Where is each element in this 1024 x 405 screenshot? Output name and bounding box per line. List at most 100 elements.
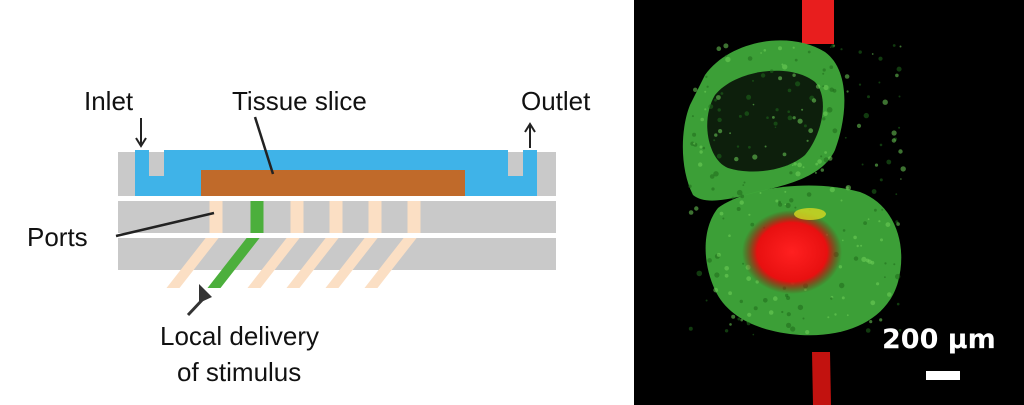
speckle <box>793 162 797 166</box>
speckle <box>742 262 745 265</box>
speckle <box>827 316 830 319</box>
scale-bar-label: 200 µm <box>882 324 996 355</box>
speckle <box>707 258 712 263</box>
speckle <box>887 292 892 297</box>
speckle <box>822 85 825 88</box>
speckle <box>803 124 807 128</box>
speckle <box>878 81 881 84</box>
speckle <box>725 54 728 57</box>
speckle <box>881 208 884 211</box>
speckle <box>740 318 743 322</box>
speckle <box>865 328 871 333</box>
speckle <box>863 221 867 226</box>
speckle <box>704 108 707 111</box>
speckle <box>898 149 903 154</box>
speckle <box>774 126 777 129</box>
red-channel-top <box>802 0 834 44</box>
speckle <box>792 164 794 167</box>
speckle <box>879 318 883 322</box>
speckle <box>898 126 901 129</box>
speckle <box>861 163 864 166</box>
speckle <box>802 166 805 169</box>
speckle <box>731 314 736 319</box>
speckle <box>698 162 703 167</box>
speckle <box>728 291 732 296</box>
speckle <box>690 141 695 146</box>
speckle <box>891 130 897 136</box>
speckle <box>746 321 751 326</box>
speckle <box>896 66 902 72</box>
speckle <box>739 299 743 304</box>
speckle <box>900 178 902 180</box>
speckle <box>731 196 735 200</box>
speckle <box>858 83 862 86</box>
speckle <box>840 48 843 51</box>
speckle <box>724 273 729 278</box>
micrograph: 200 µm <box>634 0 1024 405</box>
speckle <box>700 117 704 122</box>
chip-bottom-layer <box>118 238 556 270</box>
speckle <box>694 206 699 211</box>
speckle <box>786 312 791 317</box>
speckle <box>879 143 883 147</box>
speckle <box>874 208 877 212</box>
speckle <box>892 44 896 47</box>
speckle <box>832 128 838 134</box>
port <box>325 196 382 288</box>
tissue-slice-label: Tissue slice <box>232 86 367 116</box>
speckle <box>753 306 758 311</box>
speckle <box>820 155 823 158</box>
speckle <box>748 145 751 149</box>
speckle <box>815 84 821 89</box>
speckle <box>760 52 762 54</box>
speckle <box>898 95 901 98</box>
speckle <box>723 43 729 49</box>
speckle <box>846 90 849 93</box>
speckle <box>895 73 899 78</box>
speckle <box>792 116 796 120</box>
stimulus-port <box>207 196 264 288</box>
delivery-label-line1: Local delivery <box>160 321 319 351</box>
speckle <box>885 222 891 228</box>
speckle <box>746 94 752 100</box>
speckle <box>826 107 833 113</box>
speckle <box>839 282 845 289</box>
speckle <box>884 262 887 265</box>
port <box>247 196 304 288</box>
speckle <box>706 85 709 88</box>
speckle <box>714 133 718 137</box>
speckle <box>863 112 869 119</box>
speckle <box>827 156 833 161</box>
speckle <box>736 207 741 211</box>
speckle <box>764 145 767 148</box>
speckle <box>802 317 805 320</box>
speckle <box>744 111 750 116</box>
speckle <box>829 87 834 92</box>
speckle <box>856 123 862 128</box>
speckle <box>886 159 892 165</box>
ports <box>118 196 556 288</box>
speckle <box>752 103 755 106</box>
speckle <box>808 128 814 134</box>
speckle <box>773 121 778 126</box>
speckle <box>878 220 881 223</box>
speckle <box>829 46 832 48</box>
speckle <box>834 313 837 316</box>
speckle <box>845 185 851 191</box>
speckle <box>716 95 721 100</box>
speckle <box>853 256 859 261</box>
speckle <box>704 90 707 93</box>
green-speckles <box>688 43 906 336</box>
speckle <box>891 138 897 143</box>
speckle <box>759 192 762 194</box>
stimulus-arrow-shaft <box>186 296 206 317</box>
speckle <box>869 320 873 324</box>
speckle <box>693 142 696 145</box>
speckle <box>692 132 697 137</box>
speckle <box>714 272 720 278</box>
speckle <box>895 193 898 196</box>
speckle <box>748 213 751 216</box>
speckle <box>784 203 787 206</box>
speckle <box>724 329 729 333</box>
